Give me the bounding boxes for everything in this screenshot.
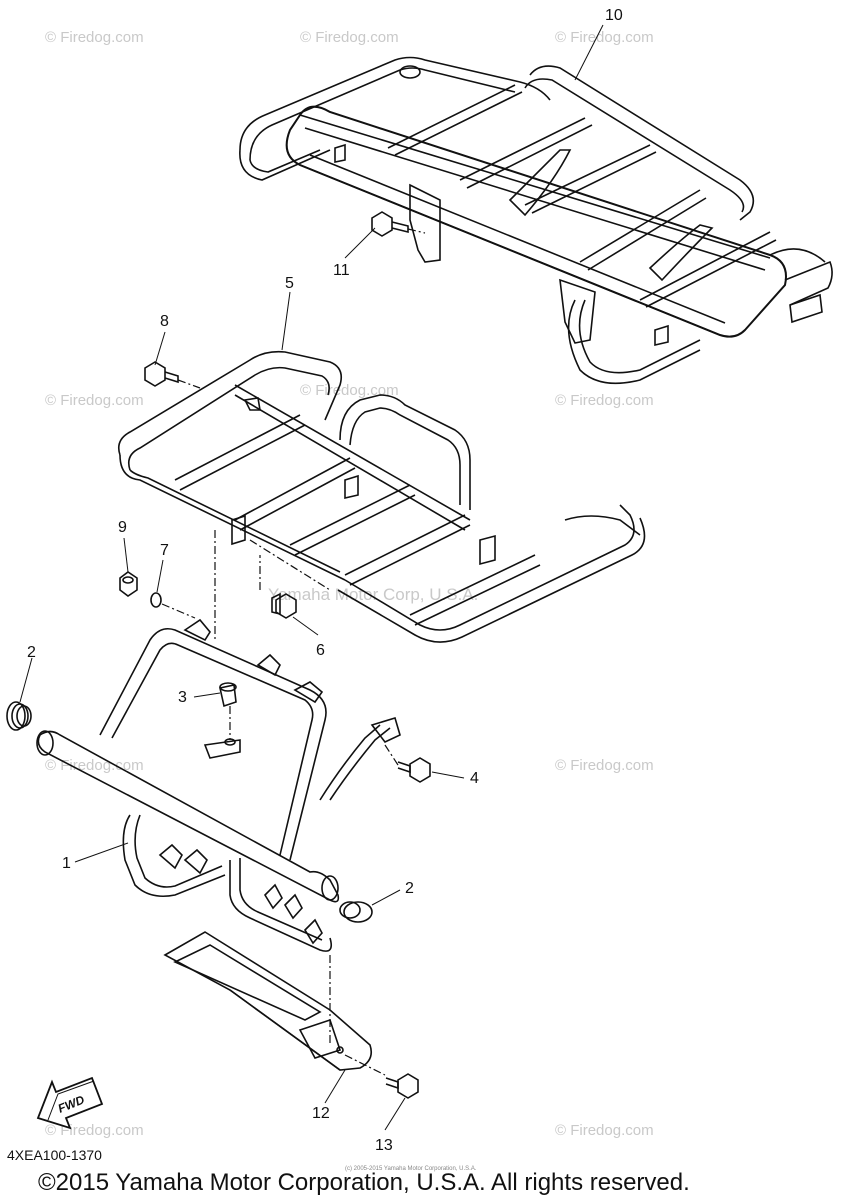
washer-part-7 [150,592,196,619]
label-part-11: 11 [333,262,350,279]
watermark-text: © Firedog.com [555,392,654,409]
label-part-9: 9 [118,519,127,536]
watermark-text: © Firedog.com [300,29,399,46]
label-part-2-right: 2 [405,880,414,897]
label-part-2-left: 2 [27,644,36,661]
fwd-arrow-icon: FWD [36,1076,104,1130]
end-cap-part-2-left [6,701,32,731]
watermark-small: (c) 2005-2015 Yamaha Motor Corporation, … [345,1166,477,1172]
watermark-text: © Firedog.com [45,29,144,46]
watermark-text: © Firedog.com [555,29,654,46]
label-part-6: 6 [316,642,325,659]
part-labels: 10 11 5 8 9 7 6 2 3 4 1 2 12 13 [27,7,623,1154]
bolt-part-11 [371,211,426,237]
copyright-notice: ©2015 Yamaha Motor Corporation, U.S.A. A… [38,1169,690,1196]
front-guard-part-1 [36,618,401,952]
label-part-3: 3 [178,689,187,706]
label-part-1: 1 [62,855,71,872]
watermark-text: © Firedog.com [555,1122,654,1139]
end-cap-part-2-right [339,901,373,923]
nut-part-9 [119,571,138,597]
leader-lines [19,24,604,1131]
label-part-5: 5 [285,275,294,292]
bolt-part-6 [259,555,297,619]
watermark-text: © Firedog.com [45,757,144,774]
bolt-part-8 [144,361,201,389]
label-part-13: 13 [375,1137,393,1154]
label-part-7: 7 [160,542,169,559]
diagram-code: 4XEA100-1370 [7,1147,102,1163]
stopper-part-3 [219,682,237,746]
bolt-part-13 [385,1073,419,1099]
bolt-part-4 [384,744,431,783]
front-carrier-part-5 [117,350,646,643]
skid-plate-part-12 [163,931,386,1076]
label-part-8: 8 [160,313,169,330]
label-part-12: 12 [312,1105,330,1122]
watermark-center: Yamaha Motor Corp, U.S.A. [268,585,478,604]
rear-carrier-part-10 [239,56,833,385]
watermark-text: © Firedog.com [555,757,654,774]
label-part-4: 4 [470,770,479,787]
watermark-text: © Firedog.com [300,382,399,399]
watermark-text: © Firedog.com [45,392,144,409]
label-part-10: 10 [605,7,623,24]
